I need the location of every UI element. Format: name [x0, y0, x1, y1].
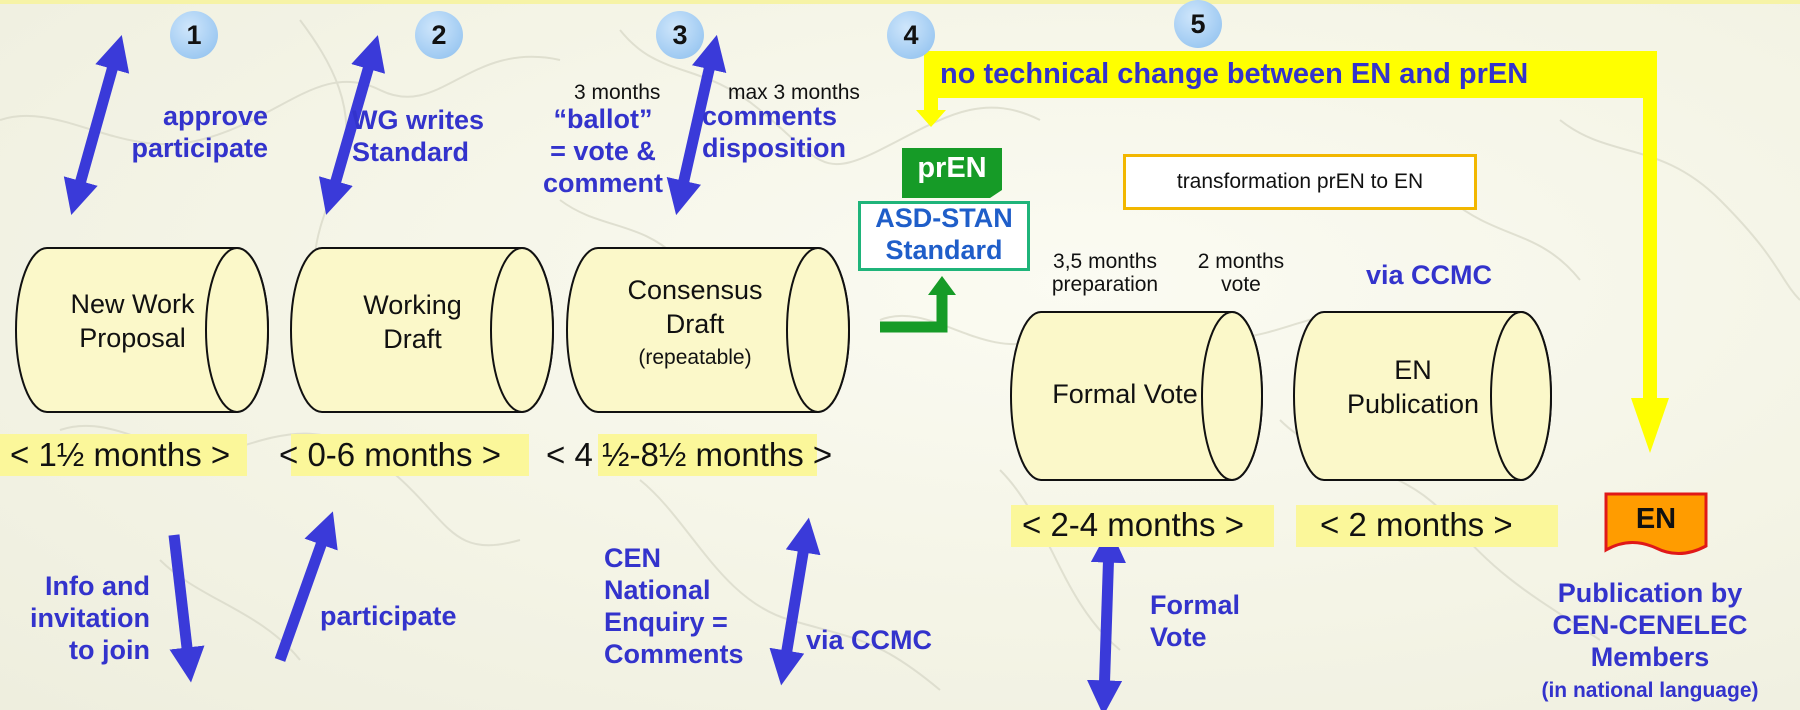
stage-formal-vote: Formal Vote	[1052, 379, 1198, 409]
double-arrow-wg	[318, 35, 386, 215]
label-preparation: 3,5 months preparation	[1051, 250, 1159, 296]
yellow-flow-arrow	[916, 51, 1669, 453]
arrow-info-down	[168, 534, 205, 683]
stage-working-draft: Working Draft	[363, 290, 462, 354]
stage-en-publication: EN Publication	[1346, 355, 1480, 419]
step-5-circle: 5	[1174, 0, 1222, 48]
label-via-ccmc-bottom: via CCMC	[806, 625, 933, 655]
double-arrow-cen	[769, 517, 821, 686]
consensus-draft-note: (repeatable)	[638, 346, 752, 369]
duration-new-work-proposal: < 1½ months >	[10, 436, 231, 473]
cylinder-consensus-draft	[566, 247, 850, 413]
duration-formal-vote: < 2-4 months >	[1022, 506, 1244, 543]
step-3-circle: 3	[656, 11, 704, 59]
label-formal-vote: Formal Vote	[1150, 590, 1241, 652]
label-3-months: 3 months	[574, 81, 661, 104]
arrow-participate-up	[274, 511, 338, 662]
label-max-3-months: max 3 months	[728, 81, 860, 104]
transformation-label: transformation prEN to EN	[1176, 170, 1424, 193]
highlight-d1	[0, 434, 247, 476]
label-wg-writes-standard: WG writes Standard	[352, 105, 485, 167]
consensus-draft-label: Consensus Draft	[627, 275, 763, 339]
label-publication-members: Publication by CEN-CENELEC Members	[1552, 578, 1748, 672]
label-ballot: “ballot” = vote & comment	[542, 104, 664, 198]
label-comments-disposition: comments disposition	[702, 101, 846, 163]
cylinder-en-publication	[1293, 311, 1552, 481]
label-info-invitation: Info and invitation to join	[30, 571, 150, 665]
transformation-box	[1123, 154, 1477, 210]
label-cen-national-enquiry: CEN National Enquiry = Comments	[604, 543, 744, 669]
double-arrow-formal-vote	[1086, 527, 1127, 710]
label-no-technical-change: no technical change between EN and prEN	[940, 58, 1529, 90]
asd-stan-standard-label: ASD-STAN Standard	[875, 203, 1013, 265]
stage-consensus-draft: Consensus Draft (repeatable)	[585, 273, 805, 375]
highlight-d3	[598, 434, 817, 476]
step-1-circle: 1	[170, 11, 218, 59]
label-approve-participate: approve participate	[131, 101, 268, 163]
double-arrow-approve	[63, 35, 130, 215]
highlight-d5	[1296, 505, 1558, 547]
asd-stan-standard-box	[858, 201, 1030, 271]
duration-consensus-draft: < 4 ½-8½ months >	[546, 436, 832, 474]
duration-consensus-part1: < 4	[546, 436, 602, 473]
duration-en-publication: < 2 months >	[1320, 506, 1513, 543]
step-4-circle: 4	[887, 11, 935, 59]
cylinder-new-work-proposal	[15, 247, 269, 413]
stage-new-work-proposal: New Work Proposal	[70, 289, 195, 353]
label-participate: participate	[320, 601, 457, 631]
pren-tag-shape	[902, 148, 1002, 198]
duration-working-draft: < 0-6 months >	[279, 436, 501, 473]
double-arrow-ballot	[666, 34, 727, 216]
duration-consensus-part3: s >	[787, 436, 833, 473]
highlight-d4	[1011, 505, 1274, 547]
label-vote-2-months: 2 months vote	[1197, 250, 1285, 296]
green-elbow-arrow	[880, 276, 956, 333]
cylinder-working-draft	[290, 247, 554, 413]
pren-label: prEN	[917, 152, 987, 184]
en-badge-shape	[1604, 492, 1708, 555]
label-via-ccmc-top: via CCMC	[1366, 260, 1493, 290]
en-badge-label: EN	[1635, 503, 1677, 535]
step-2-circle: 2	[415, 11, 463, 59]
cylinder-formal-vote	[1010, 311, 1263, 481]
label-national-language: (in national language)	[1541, 679, 1759, 702]
duration-consensus-part2: ½-8½ month	[601, 436, 788, 473]
highlight-d2	[291, 434, 529, 476]
